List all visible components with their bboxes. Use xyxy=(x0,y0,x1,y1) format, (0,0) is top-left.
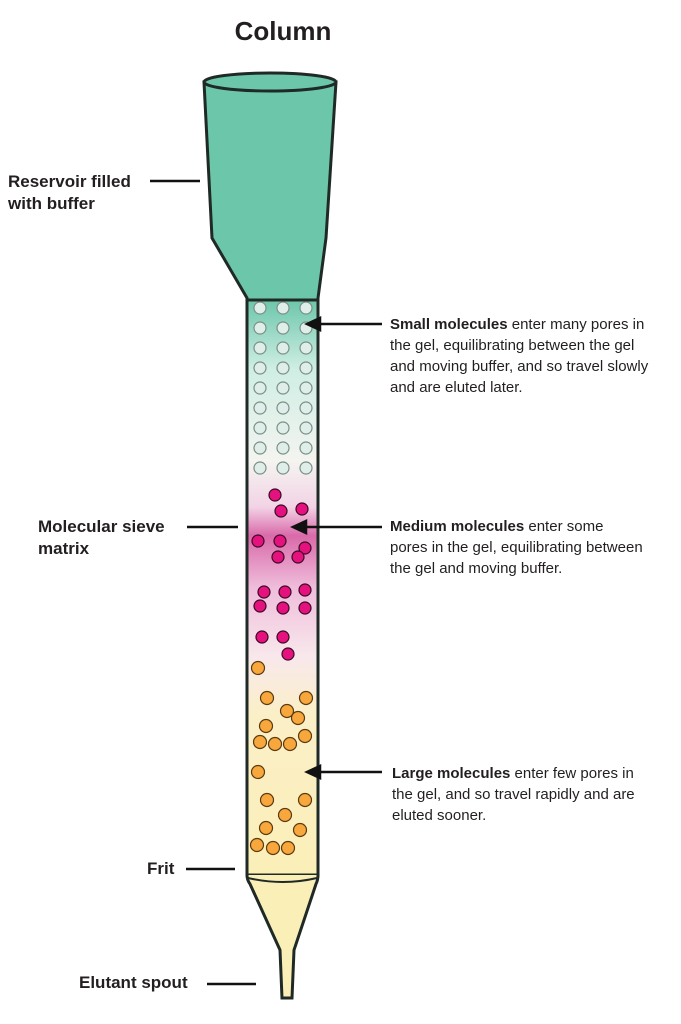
small-molecules-heading: Small molecules xyxy=(390,316,508,333)
small-molecules-description: Small molecules enter many pores in the … xyxy=(390,314,660,398)
medium-molecule xyxy=(295,502,309,516)
reservoir-rim xyxy=(202,71,338,93)
medium-molecule xyxy=(273,534,287,548)
medium-molecule xyxy=(281,647,295,661)
reservoir xyxy=(202,80,338,307)
gel-bead xyxy=(276,361,290,375)
large-molecules-description: Large molecules enter few pores in the g… xyxy=(392,763,654,826)
gel-bead xyxy=(253,301,267,315)
medium-molecule xyxy=(276,601,290,615)
elutant-spout xyxy=(245,874,320,1000)
gel-bead xyxy=(299,421,313,435)
large-molecule xyxy=(258,820,274,836)
large-molecule xyxy=(279,703,295,719)
gel-bead xyxy=(276,401,290,415)
spout-label: Elutant spout xyxy=(79,973,188,992)
medium-molecule xyxy=(251,534,265,548)
large-molecule xyxy=(267,736,283,752)
gel-bead xyxy=(276,321,290,335)
matrix-label-line1: Molecular sieve xyxy=(38,517,165,536)
gel-bead xyxy=(253,341,267,355)
gel-bead xyxy=(299,301,313,315)
large-molecule xyxy=(265,840,281,856)
medium-molecule xyxy=(268,488,282,502)
large-molecule xyxy=(249,837,265,853)
large-molecule xyxy=(277,807,293,823)
large-molecules-heading: Large molecules xyxy=(392,765,511,782)
medium-molecule xyxy=(255,630,269,644)
large-molecule xyxy=(252,734,268,750)
medium-molecule xyxy=(257,585,271,599)
medium-molecules-description: Medium molecules enter some pores in the… xyxy=(390,516,645,579)
large-molecule xyxy=(297,728,313,744)
gel-bead xyxy=(299,341,313,355)
gel-bead xyxy=(299,381,313,395)
medium-molecule xyxy=(253,599,267,613)
gel-bead xyxy=(299,361,313,375)
medium-molecule xyxy=(274,504,288,518)
reservoir-label-line1: Reservoir filled xyxy=(8,172,131,191)
gel-bead xyxy=(299,461,313,475)
medium-molecule xyxy=(298,583,312,597)
medium-molecule xyxy=(271,550,285,564)
gel-bead xyxy=(276,461,290,475)
medium-molecule xyxy=(298,541,312,555)
large-molecule xyxy=(282,736,298,752)
large-molecule xyxy=(298,690,314,706)
gel-bead xyxy=(276,381,290,395)
gel-bead xyxy=(299,441,313,455)
small-molecules-text: enter many pores in the gel, equilibrati… xyxy=(390,316,649,396)
medium-molecule xyxy=(291,550,305,564)
gel-bead xyxy=(299,401,313,415)
gel-bead xyxy=(276,301,290,315)
diagram-title: Column xyxy=(234,16,332,46)
gel-bead xyxy=(253,421,267,435)
large-molecule xyxy=(259,690,275,706)
medium-molecule xyxy=(276,630,290,644)
medium-molecule xyxy=(298,601,312,615)
large-molecule xyxy=(280,840,296,856)
medium-molecule xyxy=(278,585,292,599)
gel-bead xyxy=(276,441,290,455)
frit-label: Frit xyxy=(147,859,175,878)
matrix-label-line2: matrix xyxy=(38,539,90,558)
large-molecule xyxy=(297,792,313,808)
large-molecule xyxy=(290,710,306,726)
medium-molecules-text: enter some pores in the gel, equilibrati… xyxy=(390,518,643,577)
gel-bead xyxy=(253,461,267,475)
reservoir-label: Reservoir filled with buffer xyxy=(8,171,131,215)
gel-bead xyxy=(253,361,267,375)
gel-bead xyxy=(253,321,267,335)
large-molecules-text: enter few pores in the gel, and so trave… xyxy=(392,765,635,824)
reservoir-label-line2: with buffer xyxy=(8,194,95,213)
large-molecule xyxy=(259,792,275,808)
large-molecule xyxy=(292,822,308,838)
large-molecule xyxy=(250,660,266,676)
gel-bead xyxy=(276,421,290,435)
large-molecule xyxy=(258,718,274,734)
gel-bead xyxy=(276,341,290,355)
gel-bead xyxy=(253,401,267,415)
gel-bead xyxy=(253,441,267,455)
gel-bead xyxy=(253,381,267,395)
matrix-label: Molecular sieve matrix xyxy=(38,516,165,560)
medium-molecules-heading: Medium molecules xyxy=(390,518,525,535)
large-molecule xyxy=(250,764,266,780)
frit xyxy=(247,877,318,883)
leader-lines xyxy=(150,179,382,986)
